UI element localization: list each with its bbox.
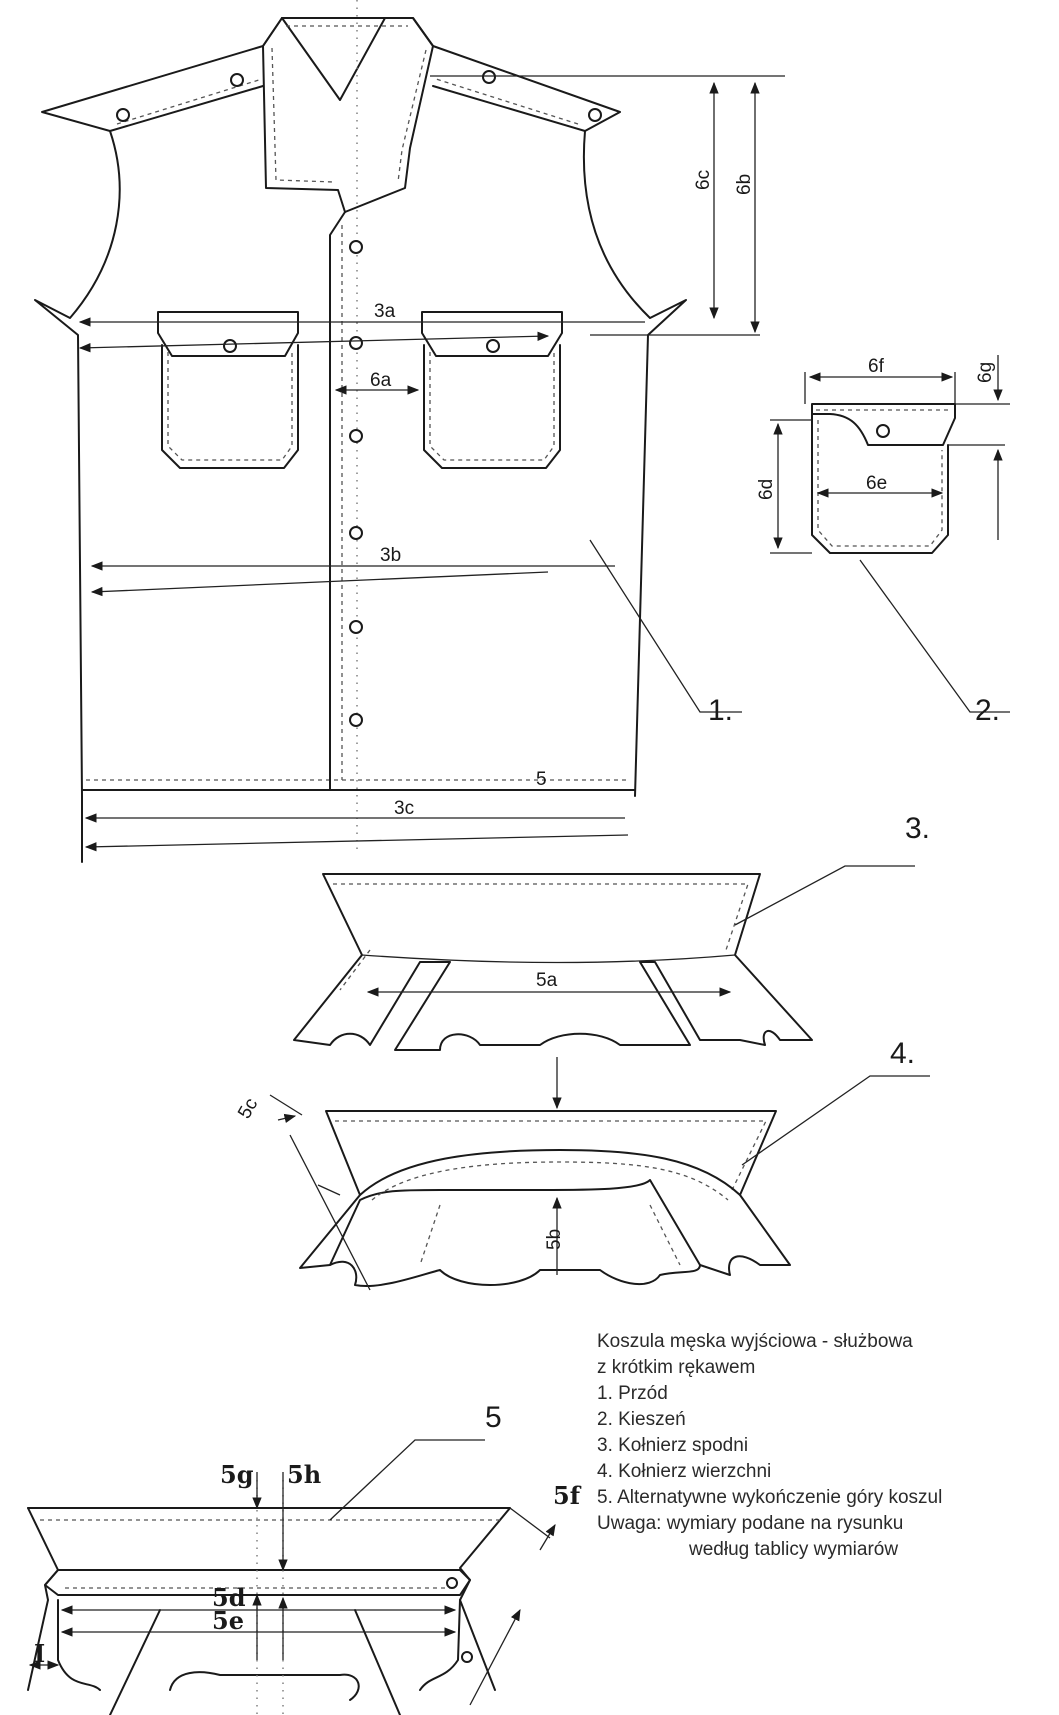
- under-collar: [293, 865, 915, 1110]
- top-collar: [269, 1075, 930, 1291]
- dim-6e: 6e: [866, 473, 887, 494]
- button-icon: [349, 429, 363, 443]
- button-icon: [349, 713, 363, 727]
- legend-title-line1: Koszula męska wyjściowa - służbowa: [597, 1331, 913, 1352]
- dim-6f: 6f: [868, 356, 885, 377]
- dim-5f: 5f: [553, 1481, 582, 1510]
- callout-5: 5: [485, 1401, 502, 1434]
- button-icon: [461, 1651, 473, 1663]
- legend-item: 5. Alternatywne wykończenie góry koszul: [597, 1487, 943, 1508]
- button-icon: [223, 339, 237, 353]
- callout-3: 3.: [905, 812, 930, 845]
- dim-5c: 5c: [234, 1095, 262, 1123]
- button-icon: [349, 526, 363, 540]
- shirt-front: [34, 0, 785, 863]
- legend-note-line2: według tablicy wymiarów: [689, 1539, 899, 1560]
- button-icon: [349, 240, 363, 254]
- dim-6c: 6c: [693, 170, 714, 190]
- button-icon: [482, 70, 496, 84]
- dim-5: 5: [536, 769, 547, 790]
- legend-item: 1. Przód: [597, 1383, 668, 1404]
- callout-2: 2.: [975, 694, 1000, 727]
- legend-item: 3. Kołnierz spodni: [597, 1435, 749, 1456]
- legend: Koszula męska wyjściowa - służbowa z kró…: [597, 1329, 1037, 1563]
- dim-6d: 6d: [756, 479, 777, 500]
- dim-6g: 6g: [975, 362, 996, 383]
- button-icon: [349, 620, 363, 634]
- button-icon: [588, 108, 602, 122]
- dim-3a: 3a: [374, 301, 396, 322]
- button-icon: [116, 108, 130, 122]
- button-icon: [486, 339, 500, 353]
- dim-5b: 5b: [544, 1229, 565, 1250]
- button-icon: [349, 336, 363, 350]
- dim-5d: 5d: [212, 1583, 246, 1612]
- button-icon: [446, 1577, 458, 1589]
- dim-i: I: [34, 1639, 45, 1668]
- callout-4: 4.: [890, 1037, 915, 1070]
- dim-6a: 6a: [370, 370, 392, 391]
- legend-item: 4. Kołnierz wierzchni: [597, 1461, 772, 1482]
- dim-5a: 5a: [536, 970, 558, 991]
- legend-note-line1: Uwaga: wymiary podane na rysunku: [597, 1513, 904, 1534]
- dim-5g: 5g: [220, 1460, 254, 1489]
- pocket-detail: [770, 355, 1010, 713]
- callout-1: 1.: [708, 694, 733, 727]
- button-icon: [876, 424, 890, 438]
- legend-item: 2. Kieszeń: [597, 1409, 686, 1430]
- dim-5h: 5h: [287, 1460, 321, 1489]
- dim-3c: 3c: [394, 798, 414, 819]
- legend-title-line2: z krótkim rękawem: [597, 1357, 756, 1378]
- dim-5e: 5e: [212, 1606, 244, 1635]
- button-icon: [230, 73, 244, 87]
- dim-3b: 3b: [380, 545, 401, 566]
- alternative-collar-finish: [27, 1439, 556, 1715]
- dim-6b: 6b: [734, 174, 755, 195]
